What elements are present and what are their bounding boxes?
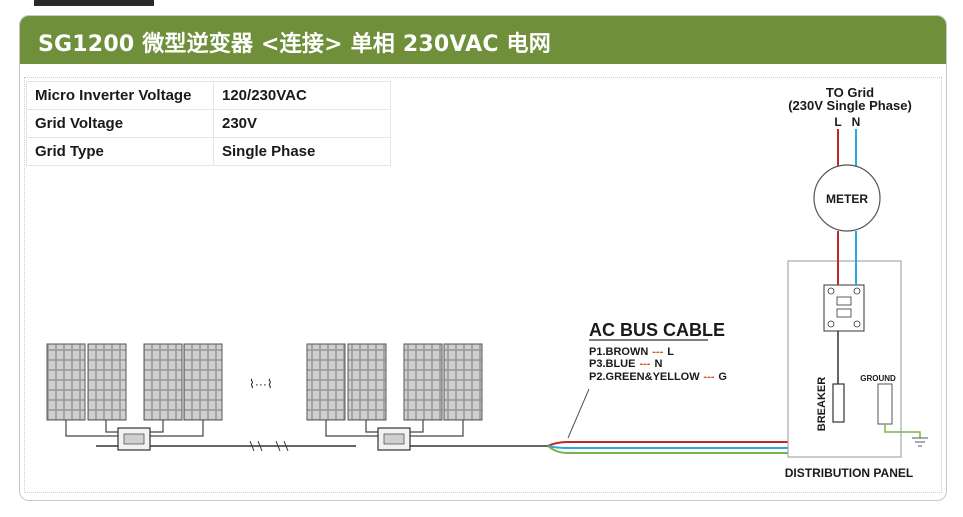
cable-p2: P2.GREEN&YELLOW---G — [589, 371, 727, 383]
dc-wire — [325, 420, 464, 437]
title-banner: SG1200 微型逆变器 <连接> 单相 230VAC 电网 — [20, 16, 946, 64]
solar-array-1 — [46, 343, 223, 451]
solar-panel — [183, 343, 223, 421]
spec-row: Micro Inverter Voltage 120/230VAC — [26, 81, 391, 110]
banner-title: SG1200 微型逆变器 <连接> 单相 230VAC 电网 — [38, 32, 551, 57]
green-yellow-wire — [547, 408, 886, 454]
grid-label-line1: TO Grid — [826, 85, 874, 100]
ground-bar — [877, 383, 893, 425]
solar-panel — [143, 343, 183, 421]
micro-inverter — [117, 427, 151, 451]
micro-inverter — [377, 427, 411, 451]
cable-break — [249, 440, 289, 452]
dc-wire — [65, 420, 204, 437]
ground-wire — [884, 424, 921, 438]
solar-array-2 — [306, 343, 483, 451]
solar-panel — [87, 343, 127, 421]
brown-wire — [547, 422, 839, 447]
spec-row: Grid Type Single Phase — [26, 137, 391, 166]
spec-value: Single Phase — [213, 137, 391, 166]
array-ellipsis: ⌇···⌇ — [249, 377, 273, 391]
spec-value: 230V — [213, 109, 391, 138]
meter — [813, 164, 881, 232]
earth-symbol — [912, 437, 928, 447]
spec-value: 120/230VAC — [213, 81, 391, 110]
solar-panel — [403, 343, 443, 421]
solar-panel — [443, 343, 483, 421]
distribution-panel-label: DISTRIBUTION PANEL — [785, 466, 913, 480]
spec-table: Micro Inverter Voltage 120/230VAC Grid V… — [26, 81, 391, 166]
spec-label: Grid Type — [26, 137, 214, 166]
grid-l-label: L — [834, 115, 841, 129]
breaker — [832, 383, 845, 423]
cable-title: AC BUS CABLE — [589, 320, 725, 340]
cable-pointer — [567, 388, 590, 439]
spec-row: Grid Voltage 230V — [26, 109, 391, 138]
breaker-label: BREAKER — [816, 377, 828, 431]
solar-panel — [347, 343, 387, 421]
grid-label-line2: (230V Single Phase) — [788, 98, 912, 113]
grid-n-label: N — [852, 115, 861, 129]
cable-p3: P3.BLUE---N — [589, 358, 662, 370]
content-frame — [24, 77, 942, 493]
ground-label: GROUND — [860, 374, 896, 383]
solar-panel — [306, 343, 346, 421]
header-fragment — [34, 0, 154, 6]
panel-switch — [823, 284, 865, 332]
solar-panel — [46, 343, 86, 421]
meter-label: METER — [826, 192, 868, 206]
cable-p1: P1.BROWN---L — [589, 346, 674, 358]
